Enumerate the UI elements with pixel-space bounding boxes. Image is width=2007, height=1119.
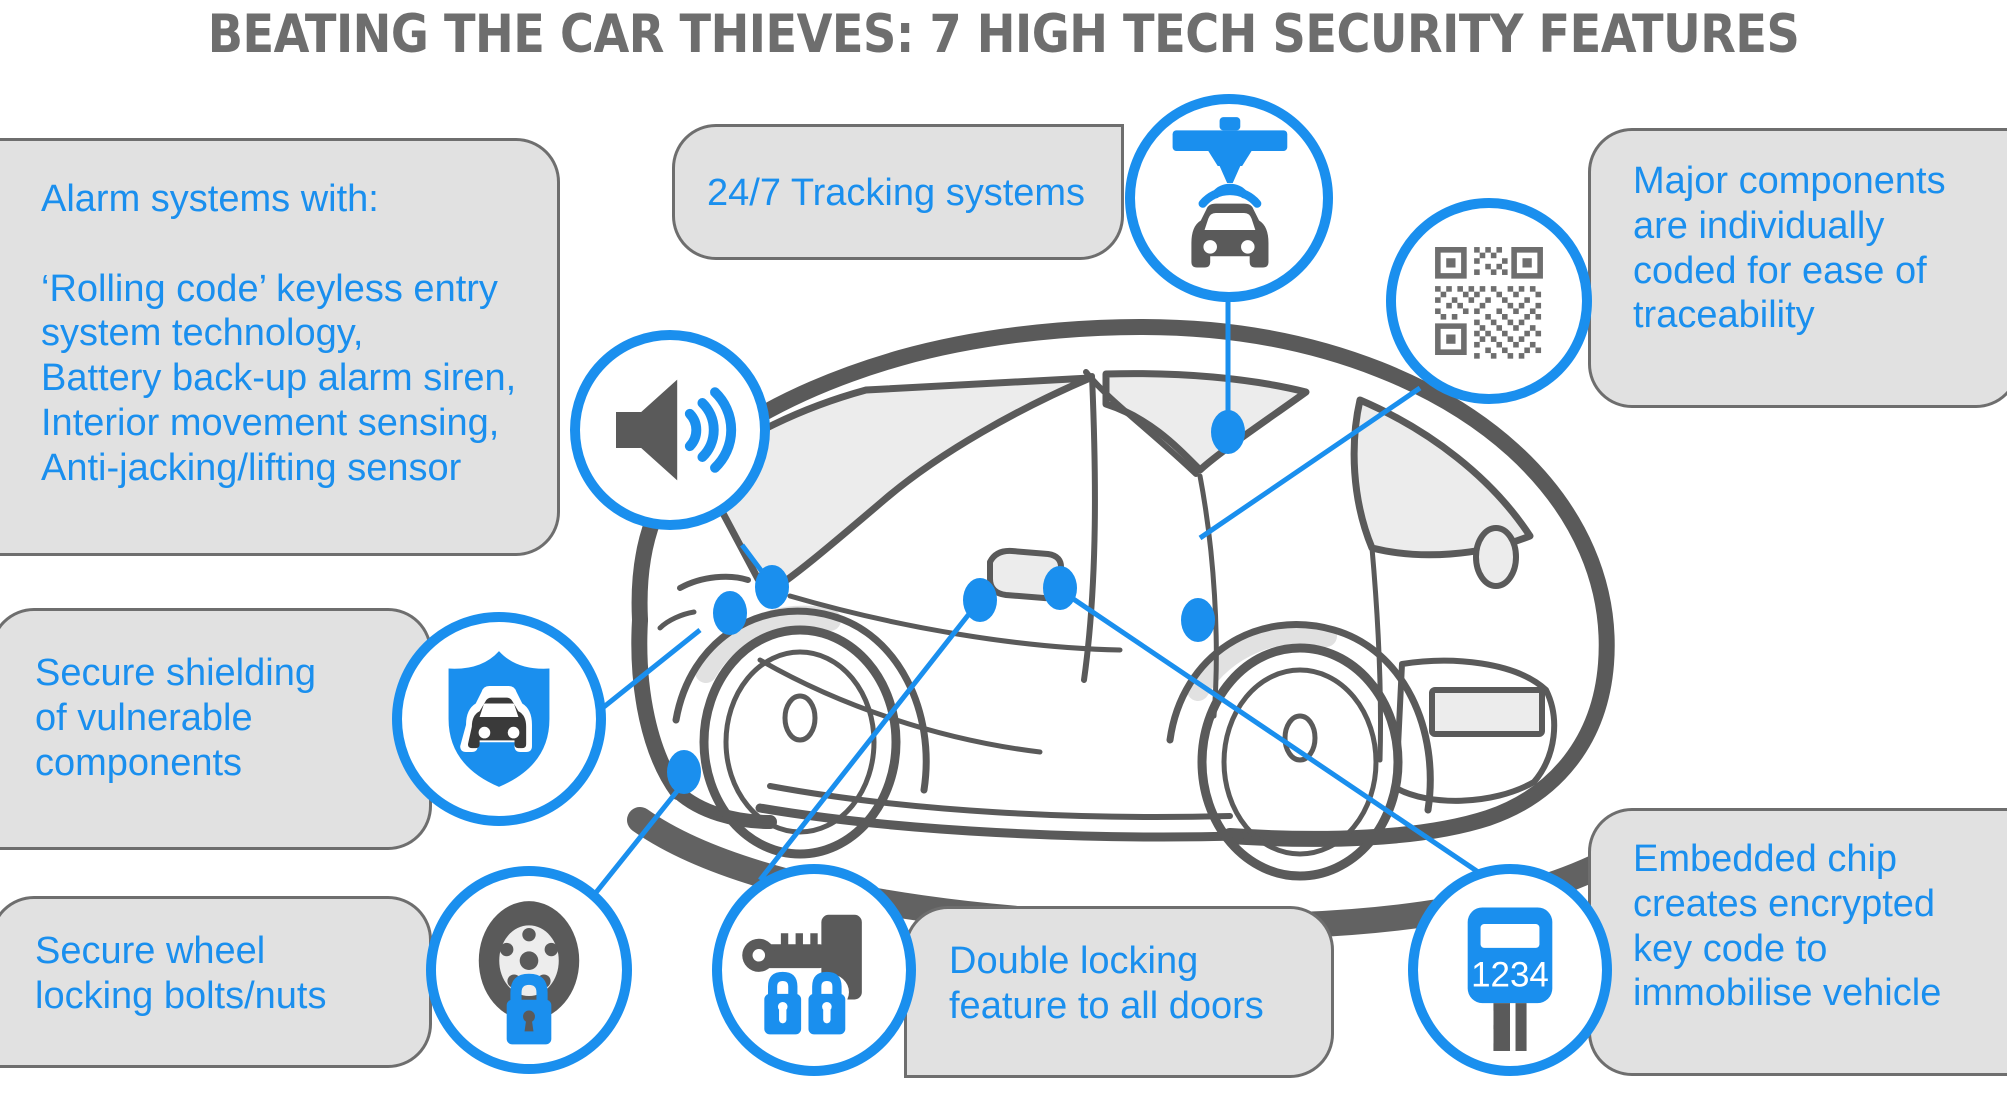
callout-panel-secure-shielding: Secure shielding of vulnerable component…	[0, 608, 432, 850]
callout-text-secure-shielding: Secure shielding of vulnerable component…	[35, 652, 316, 784]
callout-panel-component-coding: Major components are individually coded …	[1588, 128, 2007, 408]
padlock-right-glyph	[808, 971, 846, 1035]
speaker-sound-waves-icon	[616, 379, 737, 481]
link-immobiliser	[1058, 587, 1492, 883]
callout-text-tracking: 24/7 Tracking systems	[707, 172, 1086, 214]
callout-panel-tracking: 24/7 Tracking systems	[672, 124, 1124, 260]
key-fob-code-text: 1234	[1471, 956, 1549, 995]
icon-circle-secure-shielding[interactable]	[392, 612, 606, 826]
callout-text-alarm-systems: Alarm systems with: ‘Rolling code’ keyle…	[41, 178, 517, 489]
shield-car-icon	[448, 651, 550, 787]
qr-code-icon	[1435, 247, 1543, 359]
page-title: BEATING THE CAR THIEVES: 7 HIGH TECH SEC…	[207, 4, 1800, 65]
key-two-padlocks-icon	[742, 914, 862, 1035]
callout-panel-double-locking: Double locking feature to all doors	[904, 906, 1334, 1078]
key-blade-glyph	[1484, 1003, 1527, 1051]
icon-circle-tracking[interactable]	[1125, 94, 1333, 302]
callout-text-wheel-locking: Secure wheel locking bolts/nuts	[35, 930, 327, 1017]
icon-circle-wheel-locking[interactable]	[426, 866, 632, 1074]
connector-dots	[667, 410, 1245, 794]
icon-circle-alarm-systems[interactable]	[570, 330, 770, 530]
padlock-left-glyph	[764, 971, 802, 1035]
callout-panel-wheel-locking: Secure wheel locking bolts/nuts	[0, 896, 432, 1068]
icon-circle-immobiliser[interactable]: 1234	[1408, 864, 1612, 1076]
callout-text-double-locking: Double locking feature to all doors	[949, 940, 1264, 1027]
callout-panel-alarm-systems: Alarm systems with: ‘Rolling code’ keyle…	[0, 138, 560, 556]
callout-text-immobiliser: Embedded chip creates encrypted key code…	[1633, 838, 1942, 1015]
padlock-glyph	[506, 973, 552, 1045]
wheel-padlock-icon	[478, 901, 580, 1045]
link-shielding	[598, 628, 702, 712]
icon-circle-component-coding[interactable]	[1386, 198, 1592, 404]
link-component-coding	[1198, 385, 1422, 541]
callout-panel-immobiliser: Embedded chip creates encrypted key code…	[1588, 808, 2007, 1076]
icon-circle-double-locking[interactable]	[712, 864, 916, 1076]
callout-text-component-coding: Major components are individually coded …	[1633, 160, 1946, 337]
key-fob-code-icon: 1234	[1467, 907, 1553, 1051]
satellite-tracking-car-icon	[1172, 117, 1288, 268]
link-double-lock-a	[758, 598, 982, 882]
link-wheel-lock	[584, 773, 692, 907]
